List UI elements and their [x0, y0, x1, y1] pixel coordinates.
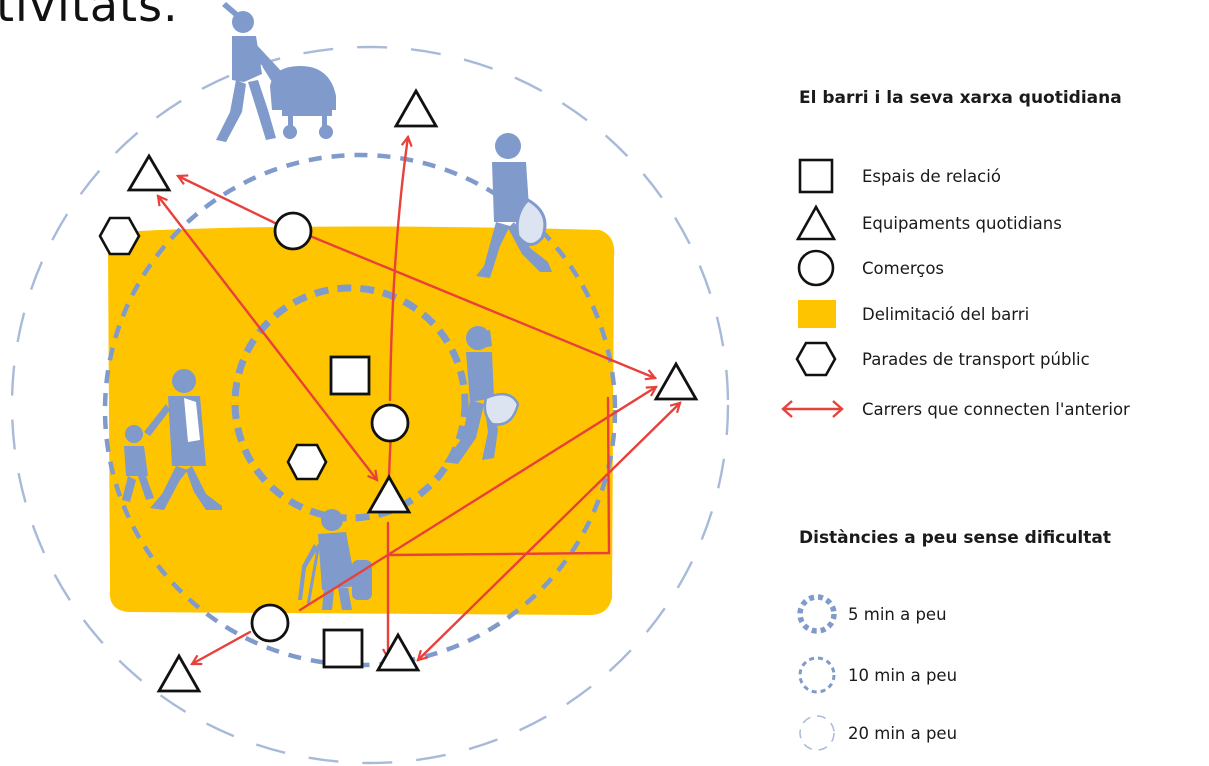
street-arrow: [388, 137, 408, 402]
transport-stop-hexagon: [286, 443, 328, 481]
legend-item-daily-facilities: Equipaments quotidians: [792, 203, 1062, 243]
person-with-bag-icon: [476, 133, 552, 278]
red-double-arrow-icon: [781, 400, 844, 418]
distance-item-5min: 5 min a peu: [792, 594, 947, 634]
legend-label: Espais de relació: [862, 166, 1001, 186]
facility-triangle: [156, 653, 202, 693]
person-with-pram-icon: [216, 2, 336, 142]
legend-label: Carrers que connecten l'anterior: [862, 399, 1130, 419]
yellow-area-icon: [798, 300, 836, 328]
shop-circle: [250, 603, 290, 643]
street-arrow: [418, 403, 680, 660]
distance-label: 20 min a peu: [848, 723, 958, 743]
street-connections: [158, 137, 680, 666]
dashed-circle-10min-icon: [798, 656, 836, 694]
legend-label: Delimitació del barri: [862, 304, 1030, 324]
circle-icon: [797, 249, 835, 287]
hexagon-icon: [795, 341, 837, 377]
street-arrow: [158, 196, 377, 480]
legend-item-transport-stops: Parades de transport públic: [792, 339, 1090, 379]
shop-circle: [370, 403, 410, 443]
elderly-person-icon: [298, 509, 372, 610]
legend-title: El barri i la seva xarxa quotidiana: [799, 88, 1122, 108]
meeting-space-square: [322, 628, 364, 669]
facility-triangle: [653, 361, 699, 401]
legend-item-shops: Comerços: [792, 248, 944, 288]
transport-stop-hexagon: [98, 216, 141, 256]
distance-item-20min: 20 min a peu: [792, 713, 957, 753]
distance-item-10min: 10 min a peu: [792, 655, 957, 695]
distance-label: 5 min a peu: [848, 604, 947, 624]
distances-title: Distàncies a peu sense dificultat: [799, 528, 1111, 548]
dotted-circle-5min-icon: [797, 594, 837, 634]
legend-item-connecting-streets: Carrers que connecten l'anterior: [780, 389, 1130, 429]
legend-item-neighbourhood-boundary: Delimitació del barri: [792, 294, 1029, 334]
shop-circle: [273, 211, 313, 251]
facility-triangle: [375, 632, 421, 672]
ring-20min: [10, 45, 730, 765]
legend-item-relationship-spaces: Espais de relació: [792, 156, 1001, 196]
heading-fragment: tivitats.: [0, 0, 179, 32]
meeting-space-square: [329, 355, 371, 396]
dashed-circle-20min-icon: [799, 715, 835, 751]
facility-triangle: [393, 88, 439, 128]
triangle-icon: [795, 204, 837, 241]
legend-label: Comerços: [862, 258, 945, 278]
legend-label: Equipaments quotidians: [862, 213, 1062, 233]
legend-label: Parades de transport públic: [862, 349, 1090, 369]
facility-triangle: [366, 474, 412, 514]
facility-triangle: [126, 153, 172, 192]
distance-label: 10 min a peu: [848, 665, 958, 685]
street-arrow: [192, 630, 252, 666]
square-icon: [798, 158, 834, 194]
